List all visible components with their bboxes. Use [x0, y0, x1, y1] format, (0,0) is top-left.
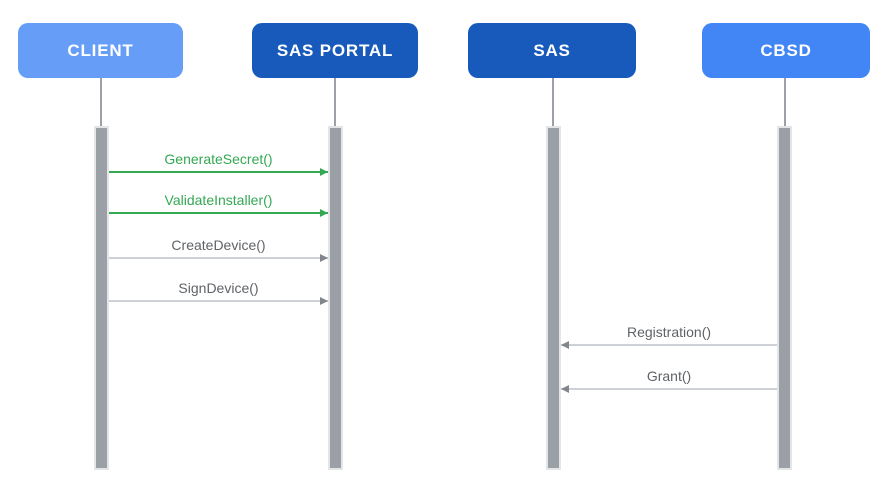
message-arrow-line: [109, 257, 328, 259]
message-arrow-line: [109, 171, 328, 173]
actor-box-sas: SAS: [468, 23, 636, 78]
lifeline-sas-portal: [334, 78, 336, 126]
message-registration: Registration(): [561, 320, 777, 349]
activation-bar-client: [94, 126, 109, 470]
actor-label-client: CLIENT: [67, 40, 134, 60]
arrowhead-right-icon: [320, 168, 328, 176]
actor-label-sas-portal: SAS PORTAL: [276, 40, 394, 60]
message-label: Grant(): [646, 368, 692, 384]
message-arrow-line: [561, 344, 777, 346]
message-validate-installer: ValidateInstaller(): [109, 188, 328, 217]
arrowhead-left-icon: [561, 341, 569, 349]
message-arrow-line: [109, 300, 328, 302]
arrowhead-right-icon: [320, 209, 328, 217]
actor-box-client: CLIENT: [18, 23, 183, 78]
message-label: ValidateInstaller(): [164, 192, 273, 208]
message-label: Registration(): [626, 324, 712, 340]
message-arrow-line: [561, 388, 777, 390]
message-create-device: CreateDevice(): [109, 233, 328, 262]
actor-label-sas: SAS: [533, 40, 571, 60]
message-sign-device: SignDevice(): [109, 276, 328, 305]
message-arrow-line: [109, 212, 328, 214]
lifeline-client: [100, 78, 102, 126]
activation-bar-cbsd: [777, 126, 792, 470]
message-grant: Grant(): [561, 364, 777, 393]
message-label: GenerateSecret(): [164, 151, 273, 167]
actor-box-sas-portal: SAS PORTAL: [252, 23, 418, 78]
lifeline-sas: [552, 78, 554, 126]
arrowhead-left-icon: [561, 385, 569, 393]
message-label: CreateDevice(): [171, 237, 266, 253]
message-label: SignDevice(): [178, 280, 259, 296]
actor-box-cbsd: CBSD: [702, 23, 870, 78]
activation-bar-sas: [546, 126, 561, 470]
lifeline-cbsd: [784, 78, 786, 126]
arrowhead-right-icon: [320, 254, 328, 262]
activation-bar-sas-portal: [328, 126, 343, 470]
message-generate-secret: GenerateSecret(): [109, 147, 328, 176]
arrowhead-right-icon: [320, 297, 328, 305]
actor-label-cbsd: CBSD: [760, 40, 812, 60]
